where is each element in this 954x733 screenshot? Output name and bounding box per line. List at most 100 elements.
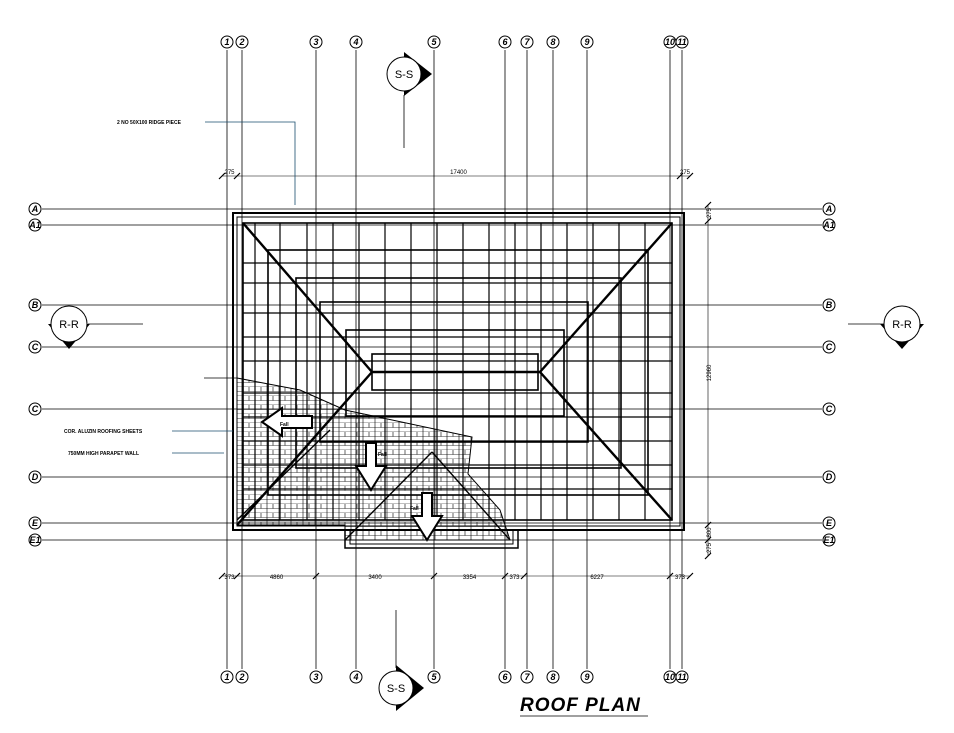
dimension-label: 275 [707,542,713,553]
grid-label-column: 1 [224,672,229,682]
grid-label-column: 9 [584,672,589,682]
dimension-label: 3400 [368,575,382,581]
dimension-tick [666,572,674,580]
grid-bubble-column [675,35,689,49]
grid-bubble-column [498,35,512,49]
grid-label-column: 3 [313,37,318,47]
grid-bubble-row [822,340,836,354]
grid-label-row: C [32,342,39,352]
grid-bubble-row [28,298,42,312]
dimension-label: 275 [680,170,691,176]
grid-bubble-row [822,218,836,232]
dimension-tick [704,521,712,529]
grid-label-row: D [826,472,833,482]
parapet-note: 750MM HIGH PARAPET WALL [68,451,224,457]
grid-label-row: E1 [29,535,40,545]
dimension-tick [704,201,712,209]
grid-label-row: C [826,404,833,414]
grid-label-column: 5 [431,37,437,47]
dimension-label: 800 [707,527,713,538]
sheets-note-text: COR. ALUZIN ROOFING SHEETS [64,429,143,435]
dimension-label: 373 [509,575,520,581]
dimension-label: 12960 [707,364,713,381]
grid-lines [42,50,822,669]
grid-label-column: 11 [677,672,686,682]
grid-label-row: B [32,300,39,310]
dimension-tick [686,572,694,580]
valley-lines [236,429,511,541]
grid-label-column: 3 [313,672,318,682]
grid-bubble-column [309,670,323,684]
section-mark-rr-left: R-R [48,305,143,349]
grid-bubble-row [822,533,836,547]
section-label: R-R [59,319,79,331]
dimension-tick [233,172,241,180]
grid-label-row: A [31,204,39,214]
grid-label-row: D [32,472,39,482]
grid-label-column: 2 [238,672,244,682]
grid-label-column: 8 [550,37,555,47]
section-mark-ss-bottom: S-S [378,610,424,711]
dimension-tick [430,572,438,580]
ridge-note-text: 2 NO 50X100 RIDGE PIECE [117,120,182,126]
parapet-note-text: 750MM HIGH PARAPET WALL [68,451,139,457]
dimension-label: 17400 [450,170,467,176]
grid-label-row: A1 [28,220,41,230]
grid-label-column: 10 [665,37,675,47]
grid-bubble-column [546,670,560,684]
grid-label-row: E1 [823,535,834,545]
grid-bubble-row [28,533,42,547]
grid-bubble-row [28,402,42,416]
grid-bubble-column [349,670,363,684]
grid-bubble-row [28,340,42,354]
grid-label-column: 5 [431,672,437,682]
grid-label-row: E [32,518,39,528]
grid-bubble-column [520,35,534,49]
dimension-tick [686,172,694,180]
grid-bubble-column [427,35,441,49]
dimension-label: 4860 [270,575,284,581]
grid-bubble-row [28,470,42,484]
dimension-tick [501,572,509,580]
grid-label-column: 7 [524,37,530,47]
grid-label-column: 10 [665,672,675,682]
section-label: S-S [387,683,405,695]
grid-label-column: 11 [677,37,686,47]
dimension-tick [520,572,528,580]
grid-bubble-column [498,670,512,684]
grid-bubble-column [546,35,560,49]
dimension-label: 275 [224,170,235,176]
grid-bubble-row [822,298,836,312]
grid-label-row: A1 [822,220,835,230]
roof-outline [232,212,685,549]
section-mark-ss-top: S-S [386,52,432,148]
fall-label: Fall [378,452,387,458]
dimension-tick [312,572,320,580]
fall-arrow-down-2: Fall [410,492,444,542]
grid-label-row: C [826,342,833,352]
dimension-tick [676,172,684,180]
grid-bubble-column [675,670,689,684]
grid-label-row: A [825,204,833,214]
grid-bubble-column [427,670,441,684]
grid-bubble-column [309,35,323,49]
dimension-tick [218,172,226,180]
grid-bubble-column [580,670,594,684]
fall-label: Fall [410,506,419,512]
fall-arrow-down-1: Fall [354,442,388,492]
fall-arrow-left: Fall [260,406,313,438]
dimension-tick [704,217,712,225]
grid-label-column: 7 [524,672,530,682]
grid-bubble-row [28,202,42,216]
grid-bubble-row [822,516,836,530]
grid-bubble-column [349,35,363,49]
grid-label-column: 6 [502,37,508,47]
grid-bubble-column [220,670,234,684]
grid-label-column: 1 [224,37,229,47]
drawing-title: ROOF PLAN [520,695,641,716]
grid-bubble-row [822,402,836,416]
dimension-tick [704,552,712,560]
